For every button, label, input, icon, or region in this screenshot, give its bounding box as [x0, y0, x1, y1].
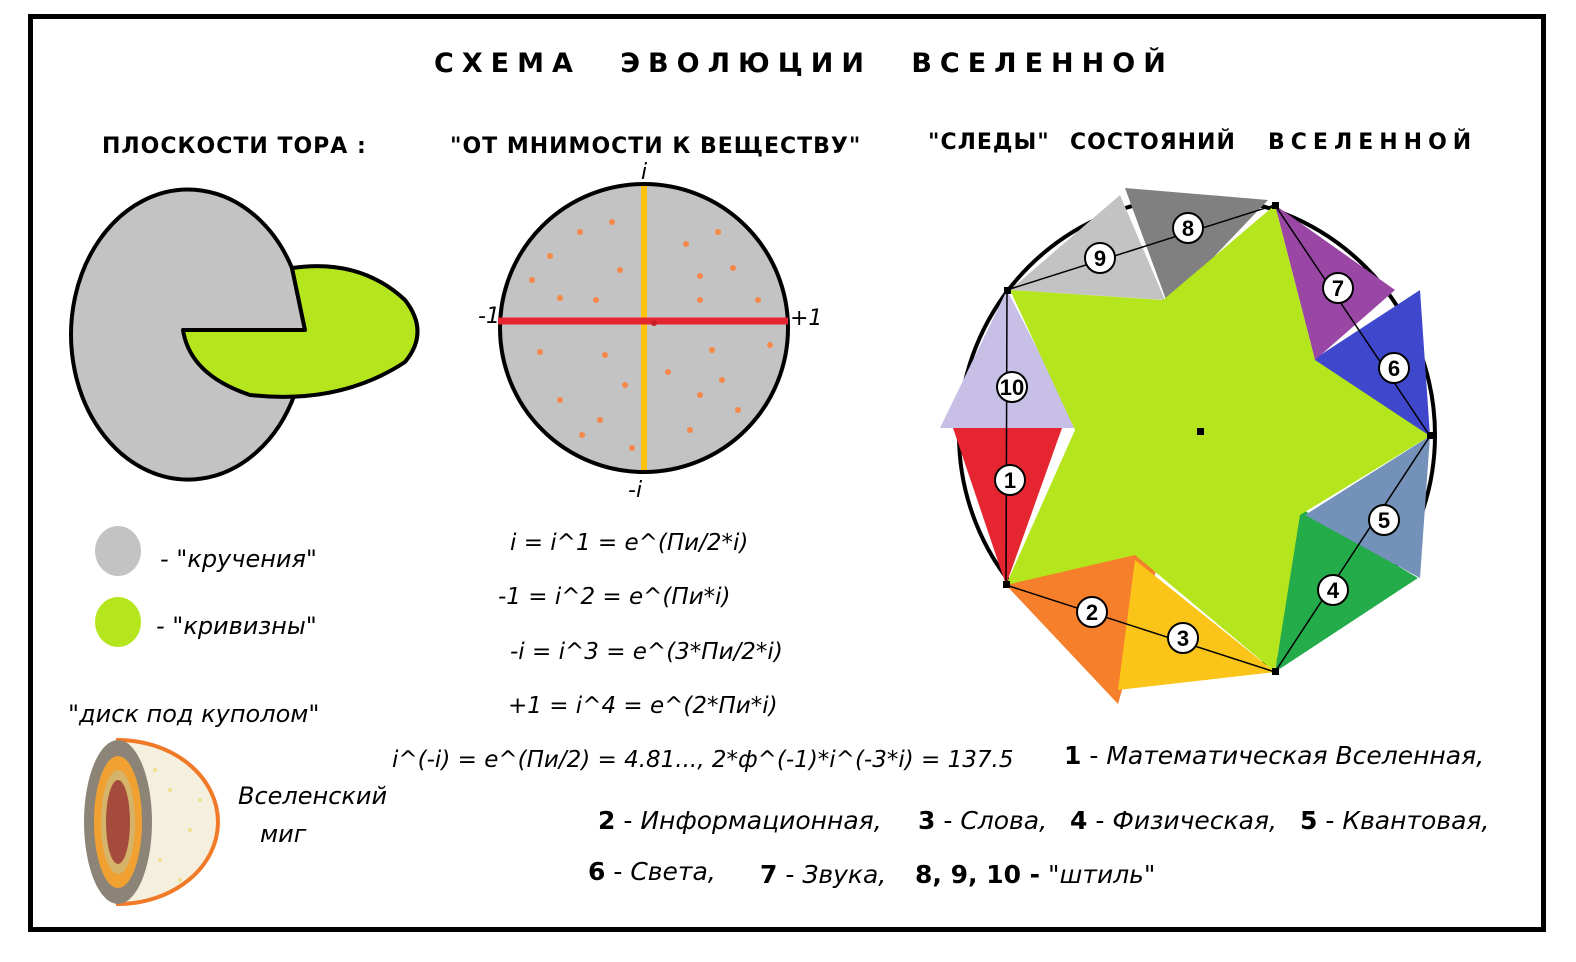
- state-badge-7: [1322, 272, 1354, 304]
- state-badge-number-9: 9: [1094, 246, 1106, 271]
- torus-planes: [69, 187, 420, 482]
- state-triangle-1: [953, 428, 1062, 585]
- formula-4: +1 = i^4 = e^(2*Пи*i): [508, 693, 778, 719]
- imaginary-circle: [498, 182, 790, 474]
- state-badge-number-1: 1: [1004, 468, 1016, 493]
- state-legend-5: 5 - Квантовая,: [1300, 806, 1490, 835]
- diagram-frame: [28, 14, 1546, 932]
- state-badge-9: [1084, 242, 1116, 274]
- state-badge-6: [1378, 352, 1410, 384]
- state-badge-number-10: 10: [1000, 375, 1024, 400]
- state-legend-4: 4 - Физическая,: [1070, 806, 1277, 835]
- legend-curvature-swatch: [95, 597, 141, 647]
- state-legend-7: 7 - Звука,: [760, 860, 887, 889]
- state-triangle-3: [1118, 560, 1275, 690]
- state-legend-2: 2 - Информационная,: [598, 806, 882, 835]
- state-triangle-6: [1305, 290, 1430, 436]
- state-badge-number-4: 4: [1327, 578, 1340, 603]
- states-wheel: 1 2 3 4 5 6 7 8 9 10: [940, 188, 1437, 704]
- header-traces-2: СОСТОЯНИЙ: [1070, 130, 1236, 155]
- state-badge-5: [1368, 504, 1400, 536]
- formula-1: i = i^1 = e^(Пи/2*i): [510, 530, 749, 556]
- axis-label-top: i: [641, 160, 648, 185]
- green-star: [1006, 205, 1430, 672]
- disk-under-dome: [84, 737, 220, 907]
- state-badge-2: [1076, 596, 1108, 628]
- state-triangle-8: [1125, 188, 1268, 305]
- state-triangle-10: [940, 290, 1078, 428]
- axis-label-bottom: -i: [628, 478, 643, 503]
- state-badge-number-7: 7: [1332, 276, 1344, 301]
- disk-caption-1: Вселенский: [238, 782, 388, 810]
- axis-label-left: -1: [478, 304, 500, 329]
- state-badge-number-2: 2: [1086, 600, 1098, 625]
- state-badge-1: [994, 464, 1026, 496]
- state-badge-number-8: 8: [1182, 216, 1194, 241]
- state-badge-number-6: 6: [1388, 356, 1400, 381]
- header-traces-3: ВСЕЛЕННОЙ: [1268, 130, 1478, 155]
- state-triangle-5: [1305, 436, 1430, 578]
- state-legend-1: 1 - Математическая Вселенная,: [1064, 741, 1485, 770]
- state-legend-6: 6 - Света,: [588, 857, 716, 886]
- header-imaginary-to-matter: "ОТ МНИМОСТИ К ВЕЩЕСТВУ": [450, 134, 862, 159]
- formula-2: -1 = i^2 = e^(Пи*i): [498, 584, 731, 610]
- header-torus-planes: ПЛОСКОСТИ ТОРА :: [102, 134, 367, 159]
- header-traces-1: "СЛЕДЫ": [928, 130, 1050, 155]
- formula-5: i^(-i) = e^(Пи/2) = 4.81..., 2*ф^(-1)*i^…: [392, 747, 1014, 773]
- state-triangle-9: [1010, 195, 1165, 300]
- disk-label: "диск под куполом": [68, 700, 320, 728]
- state-legend-calm: 8, 9, 10 - "штиль": [915, 860, 1156, 889]
- axis-label-right: +1: [790, 306, 823, 331]
- state-badge-number-3: 3: [1177, 626, 1189, 651]
- page-title: СХЕМА ЭВОЛЮЦИИ ВСЕЛЕННОЙ: [434, 48, 1174, 79]
- formula-3: -i = i^3 = e^(3*Пи/2*i): [510, 639, 783, 665]
- state-badge-3: [1167, 622, 1199, 654]
- state-legend-3: 3 - Слова,: [918, 806, 1048, 835]
- state-badge-10: [996, 371, 1028, 403]
- disk-caption-2: миг: [260, 820, 307, 848]
- state-badge-number-5: 5: [1378, 508, 1390, 533]
- legend-curvature-label: - "кривизны": [156, 612, 317, 640]
- state-badge-8: [1172, 212, 1204, 244]
- legend-torsion-swatch: [95, 526, 141, 576]
- legend-torsion-label: - "кручения": [160, 545, 317, 573]
- state-badge-4: [1317, 574, 1349, 606]
